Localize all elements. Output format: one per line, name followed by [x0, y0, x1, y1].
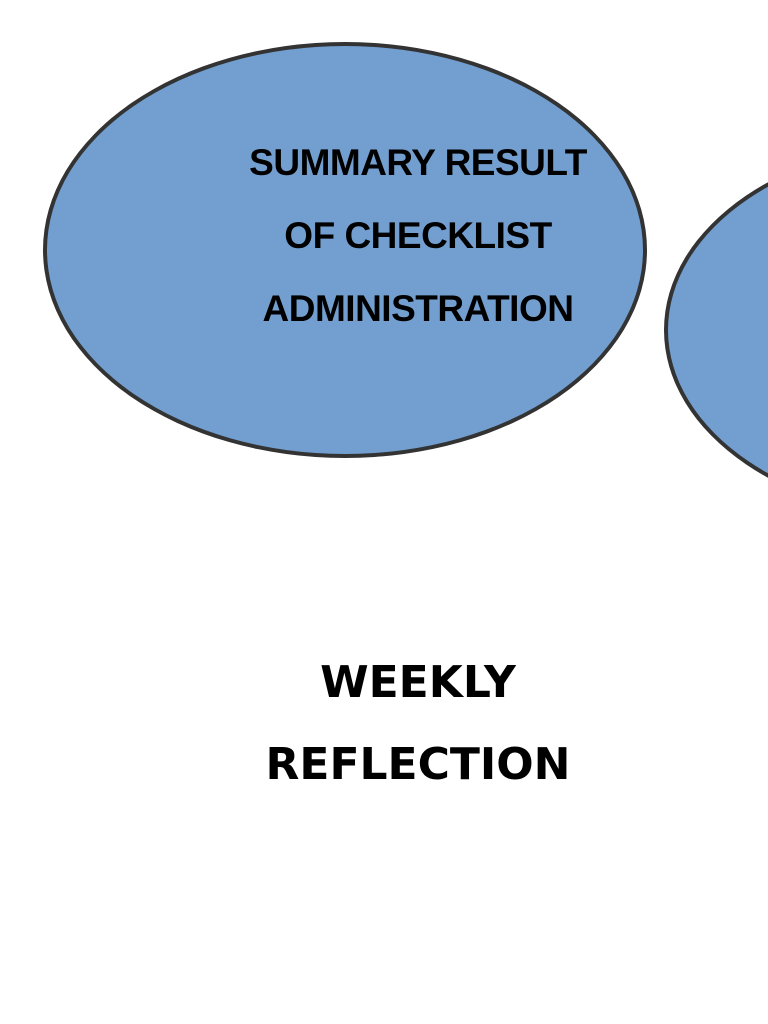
summary-ellipse	[43, 42, 647, 458]
reflection-heading-line: WEEKLY	[320, 657, 516, 708]
summary-heading-line: OF CHECKLIST	[284, 215, 552, 256]
partial-ellipse	[664, 140, 768, 520]
summary-heading: SUMMARY RESULT OF CHECKLIST ADMINISTRATI…	[218, 126, 618, 345]
summary-heading-line: ADMINISTRATION	[262, 288, 574, 329]
weekly-reflection-heading: WEEKLY REFLECTION	[218, 642, 618, 806]
reflection-heading-line: REFLECTION	[265, 739, 571, 790]
summary-heading-line: SUMMARY RESULT	[249, 142, 587, 183]
